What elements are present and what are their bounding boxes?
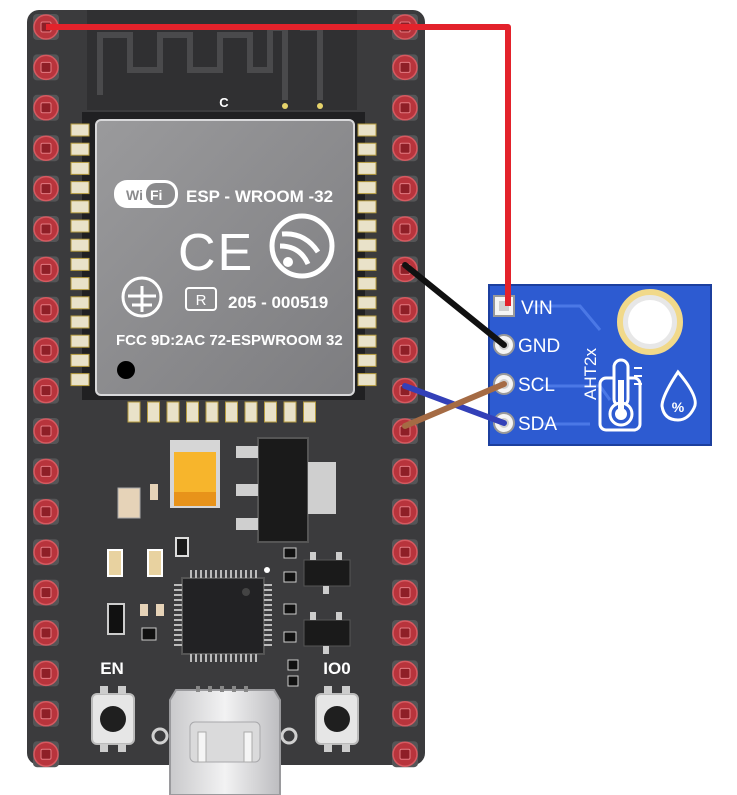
header-pin-right-5[interactable] — [392, 175, 418, 202]
wire-scl[interactable] — [402, 381, 507, 429]
led-power — [107, 549, 123, 577]
tantalum-capacitor — [170, 440, 220, 508]
module-castellations-left — [70, 123, 90, 387]
aht2x-sensor-board: % AHT2x VIN GND SCL SDA — [488, 284, 712, 446]
header-pin-left-15[interactable] — [33, 579, 59, 606]
module-castellations-bottom — [127, 401, 316, 423]
header-pin-left-18[interactable] — [33, 700, 59, 727]
sensor-pin-vin[interactable]: VIN — [493, 295, 553, 319]
header-pins-left — [33, 14, 59, 768]
header-pin-right-18[interactable] — [392, 700, 418, 727]
sensor-pin-gnd[interactable]: GND — [493, 334, 560, 357]
thermometer-icon — [598, 358, 642, 432]
module-model-text: ESP - WROOM -32 — [186, 187, 333, 206]
ce-mark: CE — [178, 224, 254, 282]
esp32-board: C Wi Fi ESP - WROOM -32 CE — [27, 10, 425, 795]
io0-button[interactable] — [315, 686, 359, 752]
fcc-id: FCC 9D:2AC 72-ESPWROOM 32 — [116, 332, 343, 349]
header-pin-right-10[interactable] — [392, 377, 418, 404]
sensor-pin-gnd-label: GND — [518, 336, 560, 357]
header-pins-right — [392, 14, 418, 768]
sensor-pin-scl-label: SCL — [518, 375, 555, 396]
header-pin-left-5[interactable] — [33, 175, 59, 202]
reg-mark: R — [196, 292, 207, 309]
header-pin-left-8[interactable] — [33, 296, 59, 323]
header-pin-right-12[interactable] — [392, 458, 418, 485]
header-pin-left-11[interactable] — [33, 418, 59, 444]
module-castellations-right — [357, 123, 377, 387]
sensor-name: AHT2x — [581, 348, 600, 400]
header-pin-left-14[interactable] — [33, 539, 59, 566]
humidity-symbol: % — [672, 399, 685, 415]
header-pin-left-3[interactable] — [33, 94, 59, 121]
header-pin-right-8[interactable] — [392, 296, 418, 323]
io0-button-label: IO0 — [323, 659, 350, 678]
transistor-top — [303, 552, 351, 594]
usb-uart-chip — [181, 567, 270, 655]
header-pin-left-12[interactable] — [33, 458, 59, 485]
header-pin-right-9[interactable] — [392, 337, 418, 364]
header-pin-left-9[interactable] — [33, 337, 59, 364]
wifi-logo: Wi Fi — [114, 180, 178, 208]
micro-usb-port[interactable] — [151, 686, 298, 795]
sensor-pin-vin-label: VIN — [521, 298, 553, 319]
header-pin-left-19[interactable] — [33, 741, 59, 768]
antenna-label: C — [219, 95, 229, 110]
header-pin-left-10[interactable] — [33, 377, 59, 404]
transistor-bottom — [303, 612, 351, 654]
diode — [107, 603, 125, 635]
header-pin-right-15[interactable] — [392, 579, 418, 606]
svg-text:Fi: Fi — [150, 187, 162, 203]
telec-cert-icon — [121, 276, 163, 318]
wires — [46, 24, 511, 429]
voltage-regulator — [236, 437, 336, 543]
svg-text:Wi: Wi — [126, 187, 143, 203]
chip-pins — [174, 570, 272, 662]
humidity-drop-icon: % — [660, 369, 697, 422]
header-pin-right-19[interactable] — [392, 741, 418, 768]
header-pin-right-14[interactable] — [392, 539, 418, 566]
sensor-pin-sda-label: SDA — [518, 414, 557, 435]
smd-cap — [150, 484, 158, 500]
header-pin-left-16[interactable] — [33, 620, 59, 646]
led-status — [147, 549, 163, 577]
wire-vin[interactable] — [46, 24, 511, 306]
en-button[interactable] — [91, 686, 135, 752]
header-pin-right-13[interactable] — [392, 498, 418, 525]
header-pin-left-17[interactable] — [33, 660, 59, 687]
header-pin-left-13[interactable] — [33, 498, 59, 525]
header-pin-right-2[interactable] — [392, 54, 418, 81]
header-pin-left-2[interactable] — [33, 54, 59, 81]
header-pin-right-4[interactable] — [392, 135, 418, 162]
header-pin-right-16[interactable] — [392, 620, 418, 646]
header-pin-right-3[interactable] — [392, 94, 418, 121]
header-pin-right-17[interactable] — [392, 660, 418, 687]
pin1-dot — [117, 361, 135, 379]
espressif-logo-icon — [269, 213, 335, 279]
header-pin-left-7[interactable] — [33, 256, 59, 283]
header-pin-right-6[interactable] — [392, 216, 418, 242]
en-button-label: EN — [100, 659, 124, 678]
header-pin-left-4[interactable] — [33, 135, 59, 162]
header-pin-right-7[interactable] — [392, 256, 418, 283]
header-pin-left-6[interactable] — [33, 216, 59, 242]
cert-number: 205 - 000519 — [228, 293, 328, 312]
resistor — [117, 487, 141, 519]
wire-gnd[interactable] — [402, 262, 507, 348]
header-pin-left-1[interactable] — [33, 14, 59, 40]
